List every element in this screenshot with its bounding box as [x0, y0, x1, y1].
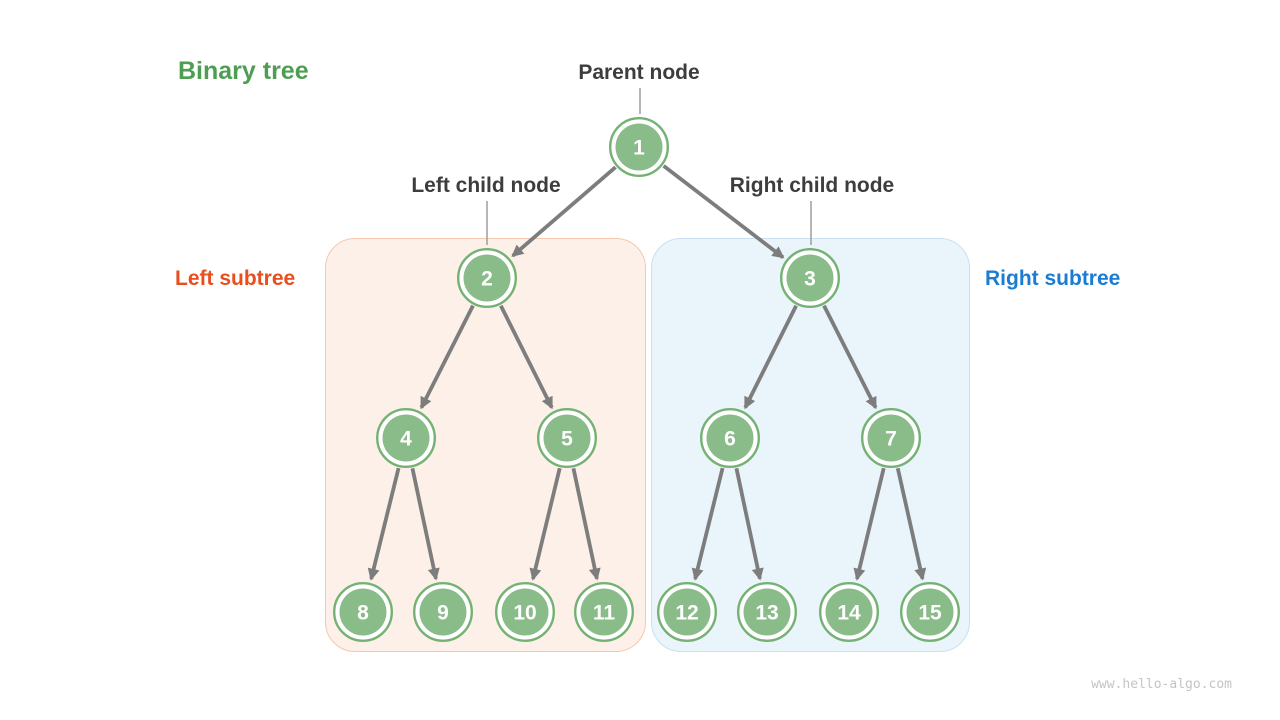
- tree-edge-5-11: [571, 467, 601, 581]
- tree-node-15: 15: [900, 582, 961, 643]
- tree-node-10: 10: [495, 582, 556, 643]
- node-circle: [463, 254, 511, 302]
- tree-edge-2-5: [499, 304, 554, 410]
- diagram-title: Binary tree: [178, 57, 309, 85]
- node-circle: [706, 414, 754, 462]
- node-circle: [419, 588, 467, 636]
- node-circle: [580, 588, 628, 636]
- tree-edge-1-2: [511, 165, 617, 258]
- node-circle: [382, 414, 430, 462]
- tree-node-14: 14: [819, 582, 880, 643]
- tree-node-value: 2: [481, 268, 493, 291]
- tree-edge-4-9: [410, 467, 440, 581]
- tree-node-value: 15: [918, 602, 942, 625]
- node-circle: [543, 414, 591, 462]
- tree-node-5: 5: [537, 408, 598, 469]
- tree-node-value: 11: [593, 602, 616, 625]
- tree-node-value: 12: [675, 602, 698, 625]
- watermark-url: www.hello-algo.com: [1091, 677, 1232, 692]
- tree-node-12: 12: [657, 582, 718, 643]
- tree-node-6: 6: [700, 408, 761, 469]
- tree-edge-7-15: [895, 467, 927, 581]
- node-circle: [867, 414, 915, 462]
- node-circle: [339, 588, 387, 636]
- tree-node-3: 3: [780, 247, 841, 308]
- tree-edge-7-14: [853, 467, 886, 581]
- tree-edge-4-8: [367, 467, 401, 581]
- tree-edge-6-12: [691, 467, 725, 581]
- right-child-node-label: Right child node: [729, 174, 895, 197]
- tree-node-4: 4: [376, 408, 437, 469]
- tree-edge-3-6: [743, 304, 798, 410]
- node-circle: [825, 588, 873, 636]
- tree-node-value: 5: [561, 428, 573, 451]
- tree-node-value: 7: [885, 428, 897, 451]
- tree-node-value: 13: [755, 602, 778, 625]
- tree-node-value: 4: [400, 428, 412, 451]
- tree-edge-3-7: [822, 304, 878, 410]
- tree-node-value: 1: [633, 137, 645, 160]
- tree-node-11: 11: [574, 582, 635, 643]
- parent-node-label: Parent node: [578, 61, 700, 84]
- tree-node-2: 2: [457, 247, 518, 308]
- left-subtree-label: Left subtree: [175, 267, 296, 290]
- tree-node-value: 3: [804, 268, 816, 291]
- node-circle: [743, 588, 791, 636]
- tree-node-7: 7: [861, 408, 922, 469]
- tree-node-8: 8: [333, 582, 394, 643]
- tree-node-1: 1: [609, 116, 670, 177]
- tree-edge-2-4: [419, 304, 475, 410]
- tree-node-value: 8: [357, 602, 369, 625]
- node-circle: [501, 588, 549, 636]
- node-circle: [663, 588, 711, 636]
- tree-node-13: 13: [737, 582, 798, 643]
- left-child-node-label: Left child node: [411, 174, 561, 197]
- node-circle: [615, 123, 663, 171]
- tree-node-value: 9: [437, 602, 449, 625]
- tree-edge-5-10: [529, 467, 562, 581]
- tree-node-value: 14: [837, 602, 861, 625]
- tree-edge-6-13: [734, 467, 764, 581]
- tree-node-9: 9: [413, 582, 474, 643]
- tree-node-value: 10: [513, 602, 536, 625]
- tree-node-value: 6: [724, 428, 736, 451]
- right-subtree-label: Right subtree: [985, 267, 1121, 290]
- node-circle: [906, 588, 954, 636]
- tree-edge-1-3: [662, 164, 785, 259]
- node-circle: [786, 254, 834, 302]
